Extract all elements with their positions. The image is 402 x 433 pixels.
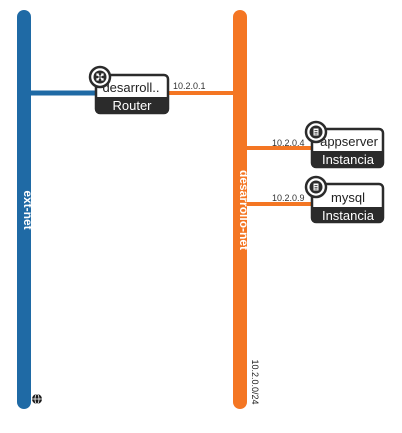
mysql-type-label: Instancia: [322, 208, 375, 223]
desarrollo-net-cidr: 10.2.0.0/24: [250, 359, 260, 404]
instance-node-mysql[interactable]: mysql Instancia: [304, 175, 385, 224]
desarrollo-net-bar[interactable]: [233, 10, 247, 409]
ext-net-bar[interactable]: [17, 10, 31, 409]
server-icon: [304, 120, 328, 144]
router-icon: [88, 65, 112, 89]
router-node-footer: [96, 97, 168, 113]
ext-net-label: ext-net: [21, 190, 35, 229]
appserver-type-label: Instancia: [322, 152, 375, 167]
globe-icon: [32, 393, 42, 405]
appserver-name: appserver: [320, 134, 378, 149]
ext-net-network[interactable]: ext-net: [17, 10, 42, 409]
router-port-ip: 10.2.0.1: [173, 81, 206, 91]
router-name: desarroll..: [102, 80, 159, 95]
desarrollo-net-network[interactable]: desarrollo-net 10.2.0.0/24: [233, 10, 260, 409]
appserver-ip: 10.2.0.4: [272, 138, 305, 148]
mysql-node-footer: [312, 207, 383, 222]
router-type-label: Router: [112, 98, 152, 113]
server-icon: [304, 175, 328, 199]
appserver-node-footer: [312, 151, 383, 167]
router-node[interactable]: desarroll.. Router: [88, 65, 170, 115]
mysql-name: mysql: [331, 190, 365, 205]
desarrollo-net-label: desarrollo-net: [237, 170, 251, 250]
instance-node-appserver[interactable]: appserver Instancia: [304, 120, 385, 169]
mysql-ip: 10.2.0.9: [272, 193, 305, 203]
